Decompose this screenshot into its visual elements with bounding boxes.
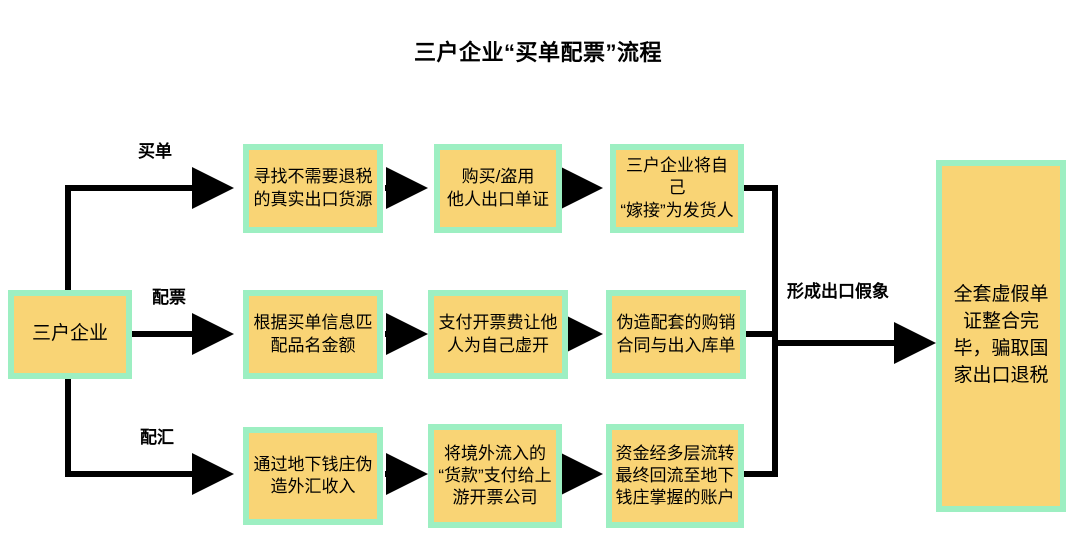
node-final-outcome[interactable]: 全套虚假单 证整合完 毕，骗取国 家出口退税	[936, 160, 1066, 512]
branch-label-row3: 配汇	[140, 428, 174, 447]
node-r1c3[interactable]: 三户企业将自己 “嫁接”为发货人	[610, 144, 744, 233]
merge-label: 形成出口假象	[787, 282, 889, 301]
node-r1c2[interactable]: 购买/盗用 他人出口单证	[434, 144, 562, 233]
node-start-three-enterprises[interactable]: 三户企业	[8, 290, 132, 379]
node-r2c2[interactable]: 支付开票费让他 人为自己虚开	[428, 290, 568, 379]
node-r3c3[interactable]: 资金经多层流转 最终回流至地下 钱庄掌握的账户	[606, 424, 744, 528]
node-r2c3[interactable]: 伪造配套的购销 合同与出入库单	[606, 290, 746, 379]
node-r3c1[interactable]: 通过地下钱庄伪 造外汇收入	[243, 427, 383, 525]
page-title: 三户企业“买单配票”流程	[413, 40, 662, 65]
branch-label-row2: 配票	[152, 288, 186, 307]
node-r2c1[interactable]: 根据买单信息匹 配品名金额	[243, 290, 383, 379]
node-r3c2[interactable]: 将境外流入的 “货款”支付给上 游开票公司	[428, 424, 562, 528]
node-r1c1[interactable]: 寻找不需要退税 的真实出口货源	[243, 144, 383, 233]
branch-label-row1: 买单	[138, 142, 172, 161]
